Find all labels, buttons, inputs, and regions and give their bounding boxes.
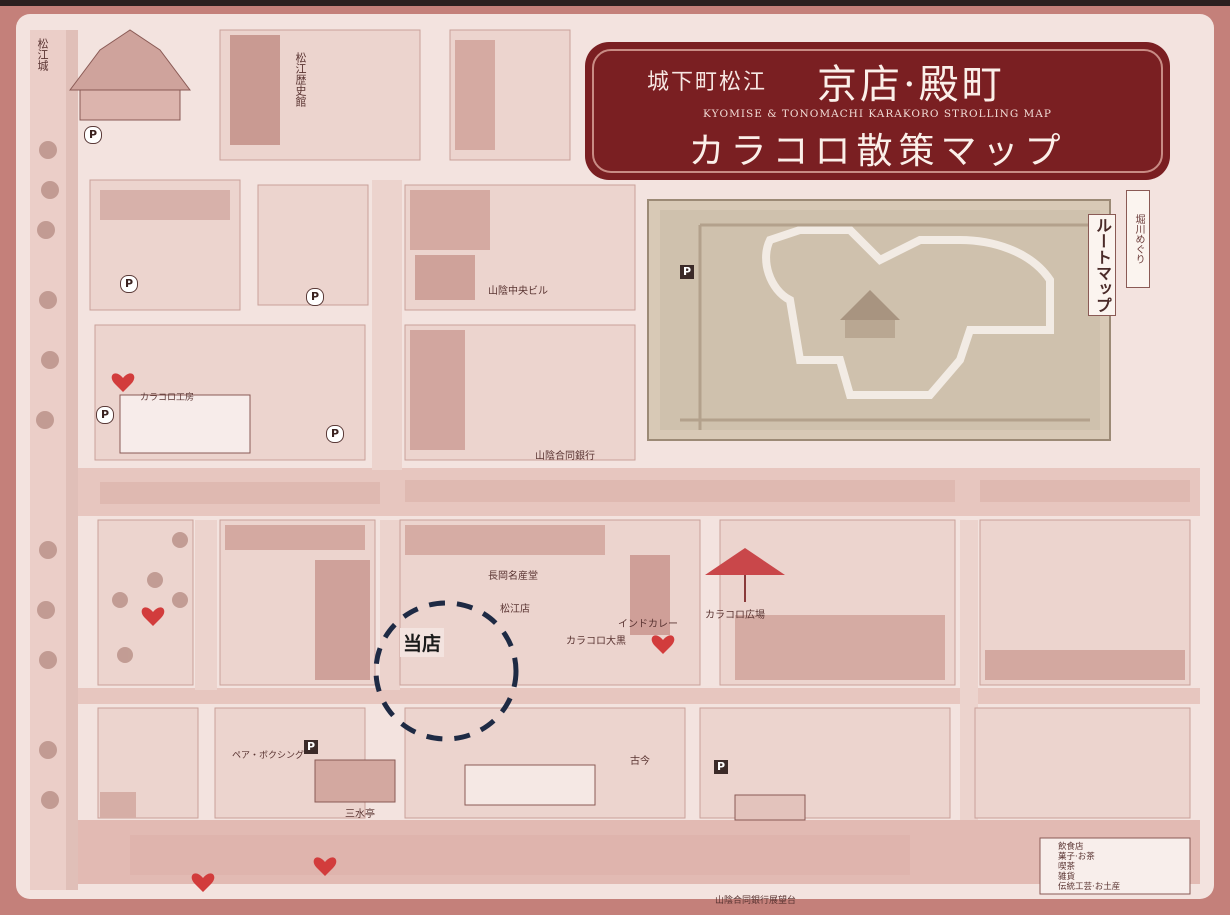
footer-bank: 山陰合同銀行展望台 bbox=[715, 896, 797, 906]
parking-icon: P bbox=[326, 425, 344, 443]
place-nagata-meisan[interactable]: 長岡名産堂 bbox=[488, 571, 538, 582]
route-map-side-label: 堀川めぐり bbox=[1126, 190, 1150, 288]
title-main: 京店·殿町 bbox=[817, 62, 1005, 108]
place-matsue-castle[interactable]: 松江城 bbox=[36, 38, 49, 71]
place-matsue-history[interactable]: 松江歴史館 bbox=[294, 52, 307, 107]
place-karakoro-kobo[interactable]: カラコロ工房 bbox=[140, 393, 195, 403]
heart-icon bbox=[111, 373, 675, 892]
legend-item: 飲食店 bbox=[1058, 842, 1084, 852]
legend-item: 雑貨 bbox=[1058, 872, 1076, 882]
place-sanin-chuo[interactable]: 山陰中央ビル bbox=[488, 286, 548, 297]
legend-item: 菓子·お茶 bbox=[1058, 852, 1095, 862]
place-mizu[interactable]: 三水亭 bbox=[345, 809, 375, 820]
road-middle bbox=[30, 688, 1200, 704]
parking-icon: P bbox=[306, 288, 324, 306]
route-line bbox=[762, 226, 1054, 399]
route-map-label: ルートマップ bbox=[1088, 214, 1116, 316]
place-sanin-godo[interactable]: 山陰合同銀行 bbox=[535, 451, 595, 462]
title-prefix: 城下町松江 bbox=[647, 70, 768, 95]
legend: 飲食店 菓子·お茶 喫茶 雑貨 伝統工芸·お土産 bbox=[1058, 842, 1188, 892]
place-indo-curry[interactable]: インドカレー bbox=[618, 619, 678, 630]
title-banner bbox=[585, 42, 1170, 180]
title-block: 城下町松江 京店·殿町 KYOMISE & TONOMACHI KARAKORO… bbox=[585, 42, 1170, 180]
legend-item: 喫茶 bbox=[1058, 862, 1076, 872]
parking-icon: P bbox=[680, 265, 694, 279]
legend-item: 伝統工芸·お土産 bbox=[1058, 882, 1121, 892]
place-karakoro-hiroba[interactable]: カラコロ広場 bbox=[705, 610, 765, 621]
tree-icons bbox=[36, 141, 188, 809]
place-matsue-shoten[interactable]: 松江店 bbox=[500, 604, 530, 615]
shop-highlight-label[interactable]: 当店 bbox=[400, 628, 445, 657]
shop-highlight-circle bbox=[373, 600, 519, 742]
parking-icon: P bbox=[714, 760, 728, 774]
legend-box bbox=[1039, 837, 1191, 895]
place-pedestrian[interactable]: ペア・ボクシング bbox=[232, 751, 305, 761]
parking-icon: P bbox=[120, 275, 138, 293]
parking-icon: P bbox=[84, 126, 102, 144]
place-kokyo[interactable]: 古今 bbox=[630, 756, 650, 767]
umbrella-icon bbox=[705, 548, 785, 575]
parking-icon: P bbox=[96, 406, 114, 424]
parking-icon: P bbox=[304, 740, 318, 754]
place-karakoro-daikoku[interactable]: カラコロ大黒 bbox=[566, 636, 626, 647]
title-english: KYOMISE & TONOMACHI KARAKORO STROLLING M… bbox=[703, 108, 1052, 120]
title-subtitle: カラコロ散策マップ bbox=[688, 131, 1067, 172]
road-centre bbox=[372, 180, 402, 470]
